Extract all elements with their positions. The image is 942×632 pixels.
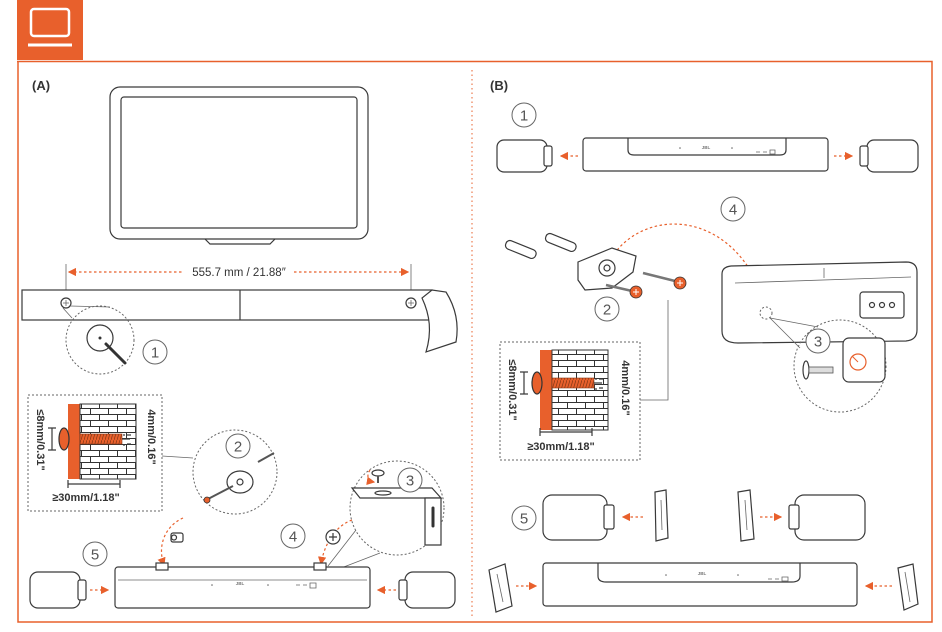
screw-icon (642, 271, 687, 290)
template-peel-corner (421, 289, 458, 353)
template-mark-zoom (62, 305, 135, 375)
step-1-badge-b: 1 (511, 102, 537, 128)
surround-speaker-right-b (859, 139, 919, 173)
step-4-badge-b: 4 (720, 196, 746, 222)
step-3-badge-b: 3 (805, 328, 831, 354)
head-gap-label: ≤8mm/0.31" (34, 409, 46, 470)
speaker-mount-zoom (793, 319, 887, 413)
soundbar-logo: JBL (698, 571, 707, 576)
drill-diameter-label: 4mm/0.16" (619, 360, 631, 415)
screw-shaft (79, 433, 123, 445)
speaker-connector (859, 291, 905, 319)
drill-diameter-label: 4mm/0.16" (145, 409, 157, 464)
mount-hole (759, 306, 773, 320)
wall-detail-b: ≤8mm/0.31" 4mm/0.16" ≥30mm/1.18" (499, 341, 641, 461)
soundbar-bracket-right (313, 562, 327, 571)
wall-plug-icon (544, 232, 577, 253)
wall-plug-icon (257, 452, 275, 463)
brick-wall (551, 349, 609, 431)
step-number: 5 (91, 547, 99, 564)
surround-speaker-left-a (29, 571, 87, 609)
surround-speaker-back-view (721, 261, 918, 344)
header (17, 0, 83, 60)
panel-b: (B) 1 JBL 4 (488, 78, 919, 613)
tv-screen (120, 96, 358, 229)
soundbar-bracket-left (155, 562, 169, 571)
mounting-template (21, 289, 458, 353)
step-1-badge-a: 1 (142, 339, 168, 365)
screw-icon (802, 360, 834, 380)
bracket-top (350, 487, 443, 499)
soundbar-b-top: JBL (582, 137, 829, 172)
mount-clip-bottom-right (897, 563, 919, 611)
step-number: 2 (234, 439, 242, 456)
surround-speaker-right-a (398, 571, 456, 609)
speaker-bracket (577, 247, 637, 291)
template-dimension: 555.7 mm / 21.88″ (65, 264, 412, 298)
step-4-badge-a: 4 (280, 523, 306, 549)
screw-icon (371, 469, 385, 483)
soundbar-a: JBL (114, 562, 371, 609)
step-number: 3 (406, 473, 414, 490)
step-number: 3 (814, 334, 822, 351)
step-number: 1 (520, 108, 528, 125)
step-2-badge-a: 2 (225, 433, 251, 459)
screw-head (58, 427, 70, 451)
step-2-badge-b: 2 (594, 296, 620, 322)
surround-speaker-left-b5 (542, 494, 615, 541)
screw-head (531, 371, 543, 395)
screw-icon (203, 496, 211, 504)
surround-speaker-left-b (496, 139, 553, 173)
mount-arrow (613, 223, 768, 308)
step-number: 2 (603, 302, 611, 319)
mount-clip-right (737, 489, 755, 542)
tv-icon (28, 7, 72, 47)
step-5-badge-b: 5 (511, 505, 537, 531)
step-5-badge-a: 5 (82, 541, 108, 567)
bracket-zoom-a (327, 460, 445, 571)
step-number: 4 (289, 529, 297, 546)
wall-board (68, 404, 80, 479)
wall-anchor-icon (170, 532, 184, 543)
head-gap-label: ≤8mm/0.31" (506, 359, 518, 420)
screw-shaft (551, 377, 595, 389)
template-screw-left (60, 297, 72, 309)
step-number: 5 (520, 511, 528, 528)
screw-length-label: ≥30mm/1.18" (527, 441, 595, 453)
wall-anchor-cap (226, 470, 254, 494)
screw-head-icon (325, 529, 341, 545)
screw-icon (605, 283, 643, 299)
step-3-badge-a: 3 (397, 467, 423, 493)
wall-board (540, 350, 552, 430)
step-number: 1 (151, 345, 159, 362)
mount-clip-bottom-left (488, 563, 513, 613)
pencil-icon (104, 342, 127, 365)
soundbar-b-bottom: JBL (542, 562, 858, 607)
soundbar-logo: JBL (702, 145, 711, 150)
wall-plug-icon (504, 239, 537, 260)
screw-length-label: ≥30mm/1.18" (52, 492, 120, 504)
panel-a: (A) 555.7 mm / 21.88″ (21, 78, 458, 609)
mount-clip-left (654, 489, 669, 542)
surround-speaker-right-b5 (788, 494, 866, 541)
panel-b-label: (B) (490, 78, 508, 93)
soundbar-logo: JBL (236, 581, 245, 586)
content-frame (17, 60, 933, 623)
panel-a-label: (A) (32, 78, 50, 93)
anchor-zoom-a (192, 429, 278, 515)
tv-illustration (109, 86, 369, 245)
step-number: 4 (729, 202, 737, 219)
placement-arrow (157, 517, 184, 567)
template-screw-right (405, 297, 417, 309)
wall-detail-a: ≤8mm/0.31" 4mm/0.16" ≥30mm/1.18" (27, 394, 163, 512)
template-dimension-text: 555.7 mm / 21.88″ (192, 267, 286, 279)
